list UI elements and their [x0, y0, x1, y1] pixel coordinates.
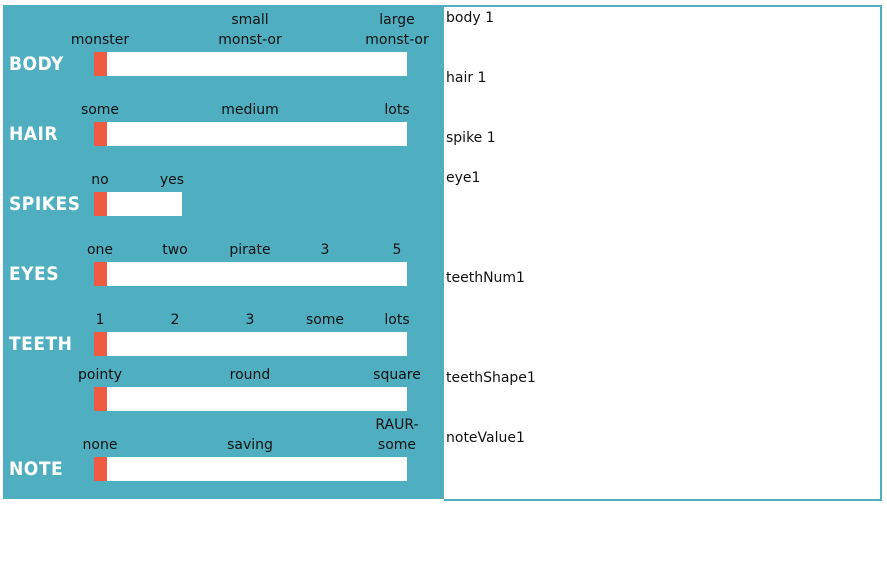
spikes-tick-2: yes: [159, 172, 185, 188]
teeth-tick-3: 3: [245, 312, 255, 328]
spikes-label: SPIKES: [9, 193, 81, 215]
teeth-number-slider-handle[interactable]: [94, 332, 107, 356]
output-body: body 1: [446, 10, 494, 26]
eyes-slider[interactable]: [94, 262, 407, 286]
spikes-slider-handle[interactable]: [94, 192, 107, 216]
hair-label: HAIR: [9, 123, 59, 145]
body-slider[interactable]: [94, 52, 407, 76]
teeth-shape-slider-handle[interactable]: [94, 387, 107, 411]
eyes-tick-1: one: [86, 242, 114, 258]
eyes-tick-5: 5: [392, 242, 402, 258]
hair-tick-3: lots: [384, 102, 410, 118]
output-note-value: noteValue1: [446, 430, 525, 446]
output-spike: spike 1: [446, 130, 496, 146]
hair-slider[interactable]: [94, 122, 407, 146]
eyes-tick-2: two: [162, 242, 188, 258]
eyes-tick-4: 3: [320, 242, 330, 258]
output-hair: hair 1: [446, 70, 487, 86]
note-slider-handle[interactable]: [94, 457, 107, 481]
hair-tick-1: some: [80, 102, 120, 118]
note-tick-2: saving: [227, 437, 273, 453]
note-slider[interactable]: [94, 457, 407, 481]
hair-slider-handle[interactable]: [94, 122, 107, 146]
eyes-label: EYES: [9, 263, 60, 285]
teeth-shape-tick-3: square: [373, 367, 421, 383]
body-label: BODY: [9, 53, 64, 75]
output-eye: eye1: [446, 170, 481, 186]
teeth-tick-4: some: [305, 312, 345, 328]
eyes-slider-handle[interactable]: [94, 262, 107, 286]
teeth-label: TEETH: [9, 333, 73, 355]
note-tick-1: none: [82, 437, 118, 453]
hair-tick-2: medium: [221, 102, 279, 118]
teeth-tick-1: 1: [95, 312, 105, 328]
output-teeth-shape: teethShape1: [446, 370, 536, 386]
output-panel: body 1 hair 1 spike 1 eye1 teethNum1 tee…: [444, 5, 882, 501]
teeth-number-slider[interactable]: [94, 332, 407, 356]
teeth-tick-5: lots: [384, 312, 410, 328]
teeth-shape-tick-1: pointy: [78, 367, 122, 383]
spikes-slider[interactable]: [94, 192, 182, 216]
teeth-shape-slider[interactable]: [94, 387, 407, 411]
body-slider-handle[interactable]: [94, 52, 107, 76]
eyes-tick-3: pirate: [229, 242, 271, 258]
teeth-shape-tick-2: round: [229, 367, 271, 383]
body-tick-1: monster: [70, 32, 130, 48]
note-label: NOTE: [9, 458, 64, 480]
output-teeth-num: teethNum1: [446, 270, 525, 286]
spikes-tick-1: no: [91, 172, 109, 188]
note-tick-3: RAUR-some: [375, 417, 419, 453]
teeth-tick-2: 2: [170, 312, 180, 328]
